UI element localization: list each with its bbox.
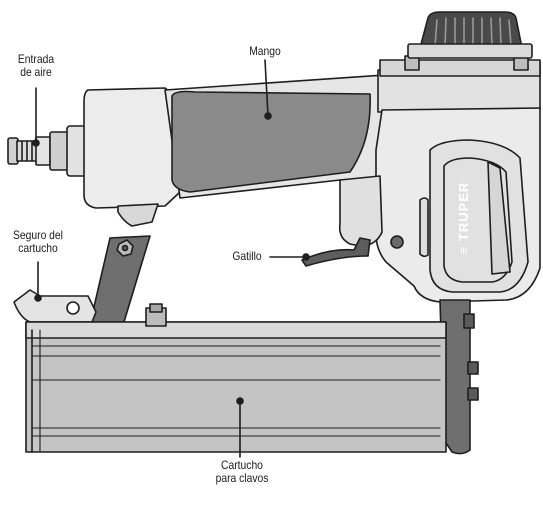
handle-rear-cap	[83, 87, 181, 209]
cartridge-lock	[13, 289, 97, 323]
handle-grip	[171, 90, 371, 193]
handle-bracket	[117, 203, 159, 227]
nail-cartridge	[25, 303, 447, 453]
brand-name: TRUPER	[456, 181, 471, 242]
label-trigger: Gatillo	[232, 249, 262, 263]
brand-mark-icon: ≡	[456, 241, 471, 255]
label-air-inlet: Entrada de aire	[17, 52, 55, 79]
trigger	[301, 237, 371, 267]
brand-logo: ≡ TRUPER	[456, 178, 472, 258]
label-cartridge-lock: Seguro del cartucho	[13, 228, 63, 255]
label-handle: Mango	[249, 44, 281, 58]
nose-tip	[439, 299, 471, 455]
trigger-housing	[338, 175, 383, 247]
exhaust-cap	[407, 11, 533, 59]
leader-lines	[32, 59, 310, 458]
label-nail-cartridge: Cartucho para clavos	[215, 458, 269, 485]
air-fitting	[7, 125, 90, 177]
